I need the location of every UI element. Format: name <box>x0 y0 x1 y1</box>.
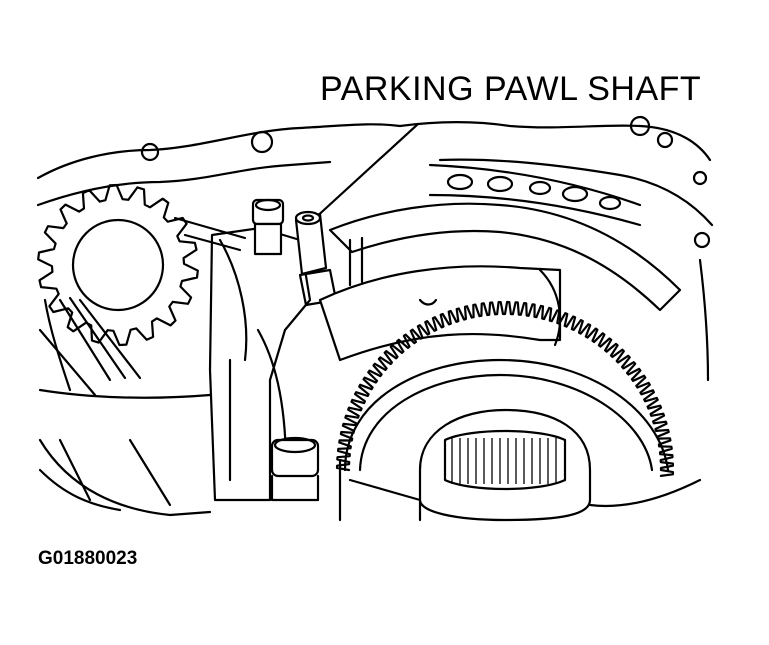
lower-bolt <box>270 436 320 502</box>
lower-left-housing <box>38 388 212 517</box>
splined-hub <box>418 408 592 522</box>
case-flange <box>36 115 714 382</box>
slotted-plate <box>428 163 642 227</box>
bracket-bolt <box>251 198 285 256</box>
ring-gear <box>335 300 675 477</box>
parking-pawl-shaft-label: PARKING PAWL SHAFT <box>320 70 702 108</box>
small-gear <box>37 183 199 397</box>
parking-pawl-shaft <box>294 210 338 307</box>
lower-case-edge <box>338 458 702 522</box>
parking-pawl-arm <box>318 202 682 362</box>
callout-leader-line <box>311 122 420 222</box>
figure-id-label: G01880023 <box>38 548 138 569</box>
